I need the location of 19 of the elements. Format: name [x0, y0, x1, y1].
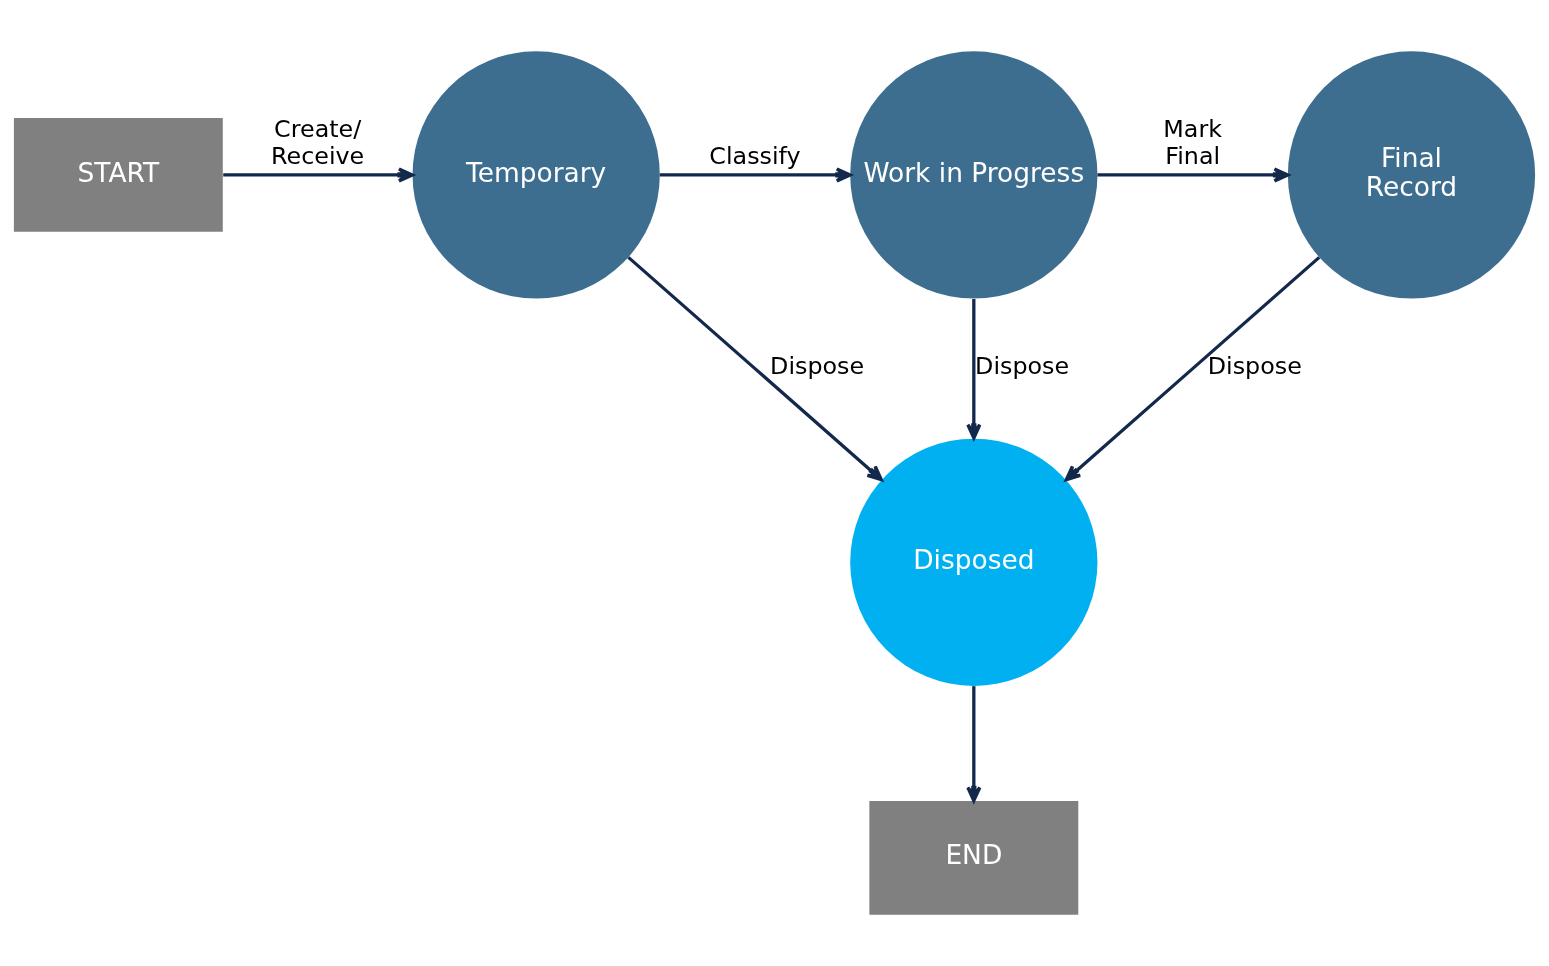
node-circle: Temporary — [412, 51, 660, 299]
edge-label: Classify — [709, 141, 801, 170]
edge-label: Dispose — [1207, 352, 1302, 381]
arrow — [966, 299, 982, 440]
arrow — [627, 256, 883, 482]
edge-label: Dispose — [975, 352, 1070, 381]
arrow — [223, 167, 414, 183]
edge-label: Create/ Receive — [271, 115, 365, 170]
arrow — [659, 167, 852, 183]
node-circle: Work in Progress — [850, 51, 1098, 299]
arrow — [966, 686, 982, 803]
arrow — [1064, 256, 1321, 482]
node-circle: Final Record — [1287, 51, 1536, 299]
node-circle: Disposed — [850, 438, 1098, 686]
edge-label: Mark Final — [1163, 115, 1222, 170]
edge-label: Dispose — [770, 352, 865, 381]
node-box: START — [13, 118, 223, 232]
node-box: END — [869, 801, 1079, 915]
arrow — [1097, 167, 1290, 183]
